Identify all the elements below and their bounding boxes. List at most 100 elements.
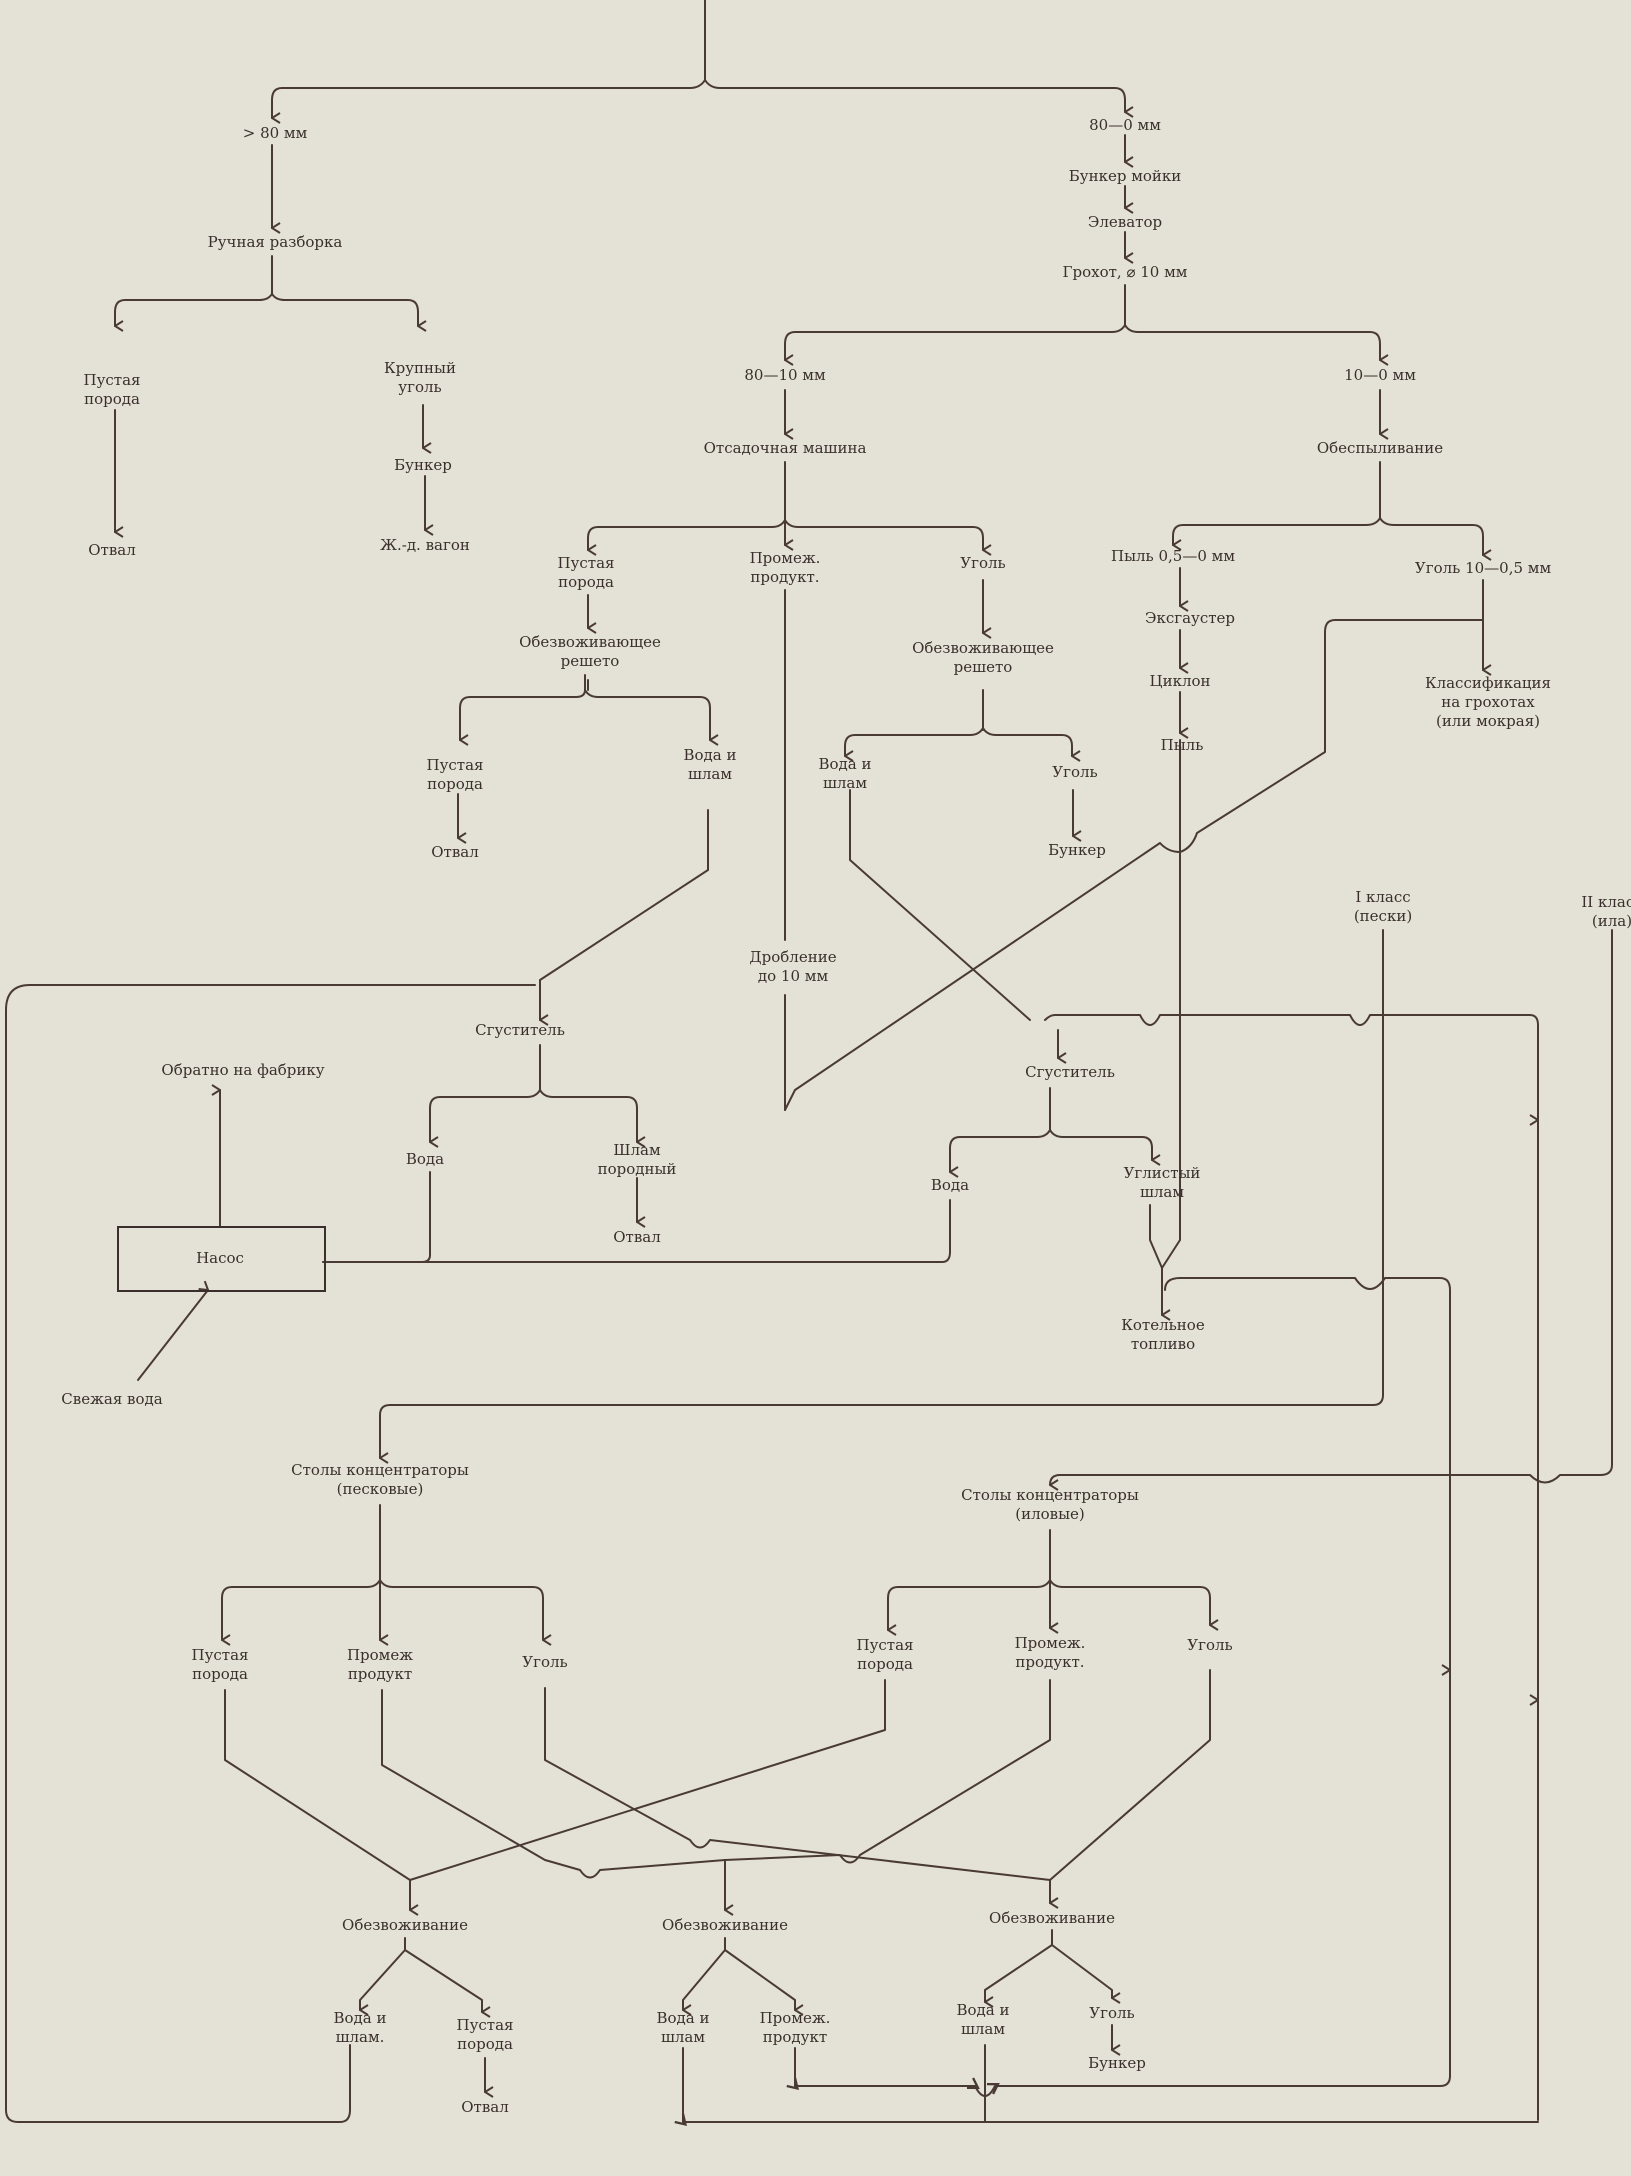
link-fresh-water xyxy=(137,1290,208,1381)
link xyxy=(1164,1277,1451,2001)
node-dewatering: Обезвоживание xyxy=(342,1915,468,1934)
link-class1-to-tables xyxy=(379,929,1384,1458)
node-water-and-slime: Вода и шлам xyxy=(683,746,737,783)
node-dewatering-screen: Обезвоживающее решето xyxy=(519,633,661,670)
link-return-right xyxy=(1044,1014,1539,1181)
node-coal: Уголь xyxy=(1052,762,1098,781)
link xyxy=(1169,1979,1451,2087)
link xyxy=(544,1687,1051,1881)
link xyxy=(459,674,586,740)
link xyxy=(587,519,786,550)
link xyxy=(379,1579,543,1640)
node-cyclone: Циклон xyxy=(1149,671,1211,690)
link-crushed-return xyxy=(784,619,1484,1111)
node-water: Вода xyxy=(930,1175,970,1194)
node-wash-bunker: Бункер мойки xyxy=(1068,166,1182,185)
node-large-coal: Крупный уголь xyxy=(384,359,456,396)
link xyxy=(1049,1579,1210,1625)
node-dump: Отвал xyxy=(431,842,479,861)
size-fraction-10-0mm: 10—0 мм xyxy=(1344,365,1416,384)
node-hand-sorting: Ручная разборка xyxy=(207,232,343,251)
node-concentrating-tables-slime: Столы концентраторы (иловые) xyxy=(961,1486,1139,1523)
link xyxy=(1051,1944,1112,1998)
link xyxy=(429,1089,541,1142)
node-thickener: Сгуститель xyxy=(1025,1062,1115,1081)
link-to-80-0 xyxy=(704,79,1125,112)
node-back-to-plant: Обратно на фабрику xyxy=(161,1060,325,1079)
node-dump: Отвал xyxy=(88,540,136,559)
node-crushing-to-10mm: Дробление до 10 мм xyxy=(749,948,837,985)
node-middlings: Промеж продукт xyxy=(346,1646,414,1683)
size-fraction-over-80mm: > 80 мм xyxy=(242,123,308,142)
link xyxy=(1049,1129,1152,1160)
link xyxy=(849,789,1031,1021)
node-waste-rock: Пустая порода xyxy=(856,1636,914,1673)
node-dump: Отвал xyxy=(613,1227,661,1246)
node-pump: Насос xyxy=(196,1248,244,1267)
recycle-loop-left xyxy=(5,984,351,2123)
link xyxy=(1049,1669,1211,1881)
link-middlings-flow xyxy=(786,2047,1171,2097)
node-thickener: Сгуститель xyxy=(475,1020,565,1039)
link xyxy=(409,1679,886,1881)
link xyxy=(221,1579,381,1640)
link-class2-to-tables xyxy=(1050,929,1613,1485)
link xyxy=(539,1089,637,1142)
node-water: Вода xyxy=(405,1149,445,1168)
link xyxy=(984,1929,1053,2002)
node-dewatering: Обезвоживание xyxy=(662,1915,788,1934)
link-water-to-pump xyxy=(322,1171,431,1263)
size-fraction-80-0mm: 80—0 мм xyxy=(1089,115,1161,134)
link xyxy=(724,1679,1051,1864)
node-elevator: Элеватор xyxy=(1087,212,1163,231)
node-dump: Отвал xyxy=(461,2097,509,2116)
node-waste-rock: Пустая порода xyxy=(456,2016,514,2053)
node-dust-0.5-0mm: Пыль 0,5—0 мм xyxy=(1111,546,1235,565)
link xyxy=(784,519,983,550)
link-to-large-coal xyxy=(271,293,418,326)
link-to-thickener-1 xyxy=(539,809,709,1020)
link xyxy=(887,1579,1051,1630)
node-waste-rock: Пустая порода xyxy=(83,371,141,408)
node-middlings: Промеж. продукт. xyxy=(1014,1634,1086,1671)
size-fraction-80-10mm: 80—10 мм xyxy=(744,365,826,384)
link xyxy=(1379,517,1483,555)
node-middlings: Промеж. продукт xyxy=(759,2009,831,2046)
node-boiler-fuel: Котельное топливо xyxy=(1121,1316,1205,1353)
node-water-and-slime: Вода и шлам xyxy=(818,755,872,792)
node-dewatering-screen: Обезвоживающее решето xyxy=(912,639,1054,676)
node-dedusting: Обеспыливание xyxy=(1316,438,1444,457)
node-fresh-water: Свежая вода xyxy=(61,1389,163,1408)
node-coal-slime: Углистый шлам xyxy=(1123,1164,1201,1201)
link xyxy=(682,1937,726,2010)
node-bunker: Бункер xyxy=(1048,840,1106,859)
node-jig-middlings: Промеж. продукт. xyxy=(749,549,821,586)
link xyxy=(949,1129,1051,1172)
link xyxy=(844,727,984,756)
link xyxy=(224,1689,411,1881)
node-rail-car: Ж.-д. вагон xyxy=(380,535,470,554)
node-exhauster: Эксгаустер xyxy=(1144,608,1236,627)
node-jig-machine: Отсадочная машина xyxy=(703,438,867,457)
node-classification: Классификация на грохотах (или мокрая) xyxy=(1424,673,1552,730)
link xyxy=(1172,517,1381,545)
node-coal-10-0.5mm: Уголь 10—0,5 мм xyxy=(1414,558,1552,577)
link-to-waste xyxy=(114,255,273,326)
node-coal: Уголь xyxy=(1187,1635,1233,1654)
node-screen-10mm: Грохот, ⌀ 10 мм xyxy=(1062,262,1188,281)
node-jig-coal: Уголь xyxy=(960,553,1006,572)
link xyxy=(724,1949,795,2010)
node-waste-rock: Пустая порода xyxy=(426,756,484,793)
link xyxy=(381,1689,726,1879)
link xyxy=(982,727,1072,756)
link xyxy=(404,1949,482,2012)
node-water-and-slime: Вода и шлам xyxy=(656,2009,710,2046)
node-class-2-slimes: II класс (ила) xyxy=(1581,893,1631,930)
node-dust: Пыль xyxy=(1160,735,1204,754)
node-coal: Уголь xyxy=(522,1652,568,1671)
node-water-and-slime: Вода и шлам xyxy=(956,2001,1010,2038)
node-dewatering: Обезвоживание xyxy=(989,1908,1115,1927)
link-to-10-0 xyxy=(1124,324,1380,360)
node-waste-rock: Пустая порода xyxy=(191,1646,249,1683)
